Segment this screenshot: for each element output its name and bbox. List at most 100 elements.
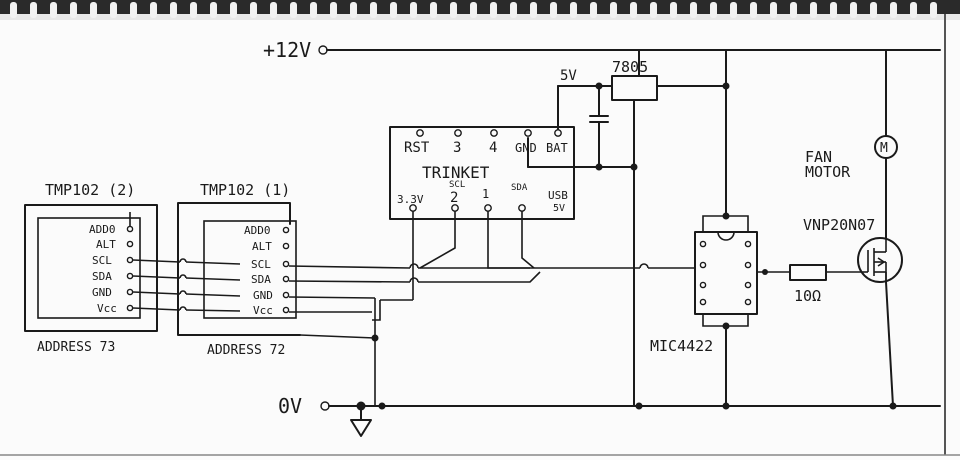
mosfet-vnp20n07: VNP20N07: [803, 216, 903, 283]
wire-crossings: [179, 258, 649, 311]
spiral-ring: [50, 2, 57, 18]
trinket-pin-3: 3: [453, 140, 461, 156]
sensor-1-pin-vcc: Vcc: [253, 304, 273, 317]
spiral-ring: [850, 2, 857, 18]
spiral-ring: [10, 2, 17, 18]
spiral-ring: [710, 2, 717, 18]
trinket-title: TRINKET: [422, 163, 490, 182]
driver-mic4422: MIC4422: [635, 49, 790, 410]
spiral-ring: [750, 2, 757, 18]
spiral-ring: [270, 2, 277, 18]
trinket-board: TRINKET RST 3 4 GND BAT 3.3V SCL 2 1 SDA…: [389, 126, 575, 220]
spiral-ring: [870, 2, 877, 18]
trinket-pin-2: 2: [450, 190, 458, 206]
spiral-ring: [150, 2, 157, 18]
sensor-2-pin-alt: ALT: [96, 238, 116, 251]
spiral-ring: [190, 2, 197, 18]
spiral-ring: [450, 2, 457, 18]
trinket-bus-wires: [380, 211, 535, 301]
trinket-pin-sda-sub: SDA: [511, 183, 528, 193]
spiral-ring: [310, 2, 317, 18]
regulator-7805: 7805 5V: [527, 49, 727, 407]
trinket-pin-3v3: 3.3V: [397, 193, 424, 206]
rail-12v: +12V: [263, 38, 941, 62]
sensor-1-pin-add0: ADD0: [244, 224, 271, 237]
spiral-ring: [110, 2, 117, 18]
capacitor: [589, 85, 609, 171]
spiral-ring: [230, 2, 237, 18]
spiral-ring: [370, 2, 377, 18]
trinket-pin-2-sub: SCL: [449, 180, 465, 190]
rail-5v-label: 5V: [560, 68, 577, 84]
spiral-ring: [90, 2, 97, 18]
trinket-pin-bat: BAT: [546, 141, 568, 155]
spiral-ring: [770, 2, 777, 18]
sensor-1-address: ADDRESS 72: [207, 343, 285, 358]
sensor-2-pin-sda: SDA: [92, 270, 112, 283]
sensor-1-pin-sda: SDA: [251, 273, 271, 286]
spiral-ring: [350, 2, 357, 18]
spiral-ring: [510, 2, 517, 18]
spiral-ring: [290, 2, 297, 18]
spiral-ring: [690, 2, 697, 18]
sensor-2-pin-scl: SCL: [92, 254, 112, 267]
fan-label-1: FAN: [805, 148, 832, 166]
fan-label-2: MOTOR: [805, 163, 851, 181]
sensor-1-pin-alt: ALT: [252, 240, 272, 253]
spiral-ring: [790, 2, 797, 18]
rail-12v-label: +12V: [263, 38, 311, 62]
spiral-ring: [630, 2, 637, 18]
spiral-ring: [550, 2, 557, 18]
rail-0v-terminal: [320, 401, 330, 411]
mosfet-label: VNP20N07: [803, 216, 875, 234]
trinket-pin-1: 1: [482, 187, 489, 201]
spiral-ring: [70, 2, 77, 18]
spiral-ring: [170, 2, 177, 18]
spiral-ring: [730, 2, 737, 18]
trinket-pin-usb-sub: 5V: [553, 203, 565, 214]
sensor-1-pin-gnd: GND: [253, 289, 273, 302]
spiral-ring: [590, 2, 597, 18]
rail-0v: 0V: [278, 394, 941, 418]
spiral-ring: [130, 2, 137, 18]
sensor-1-title: TMP102 (1): [200, 181, 290, 199]
sensor-2-pin-gnd: GND: [92, 286, 112, 299]
spiral-ring: [910, 2, 917, 18]
sensor-bus: [129, 212, 695, 410]
spiral-ring: [930, 2, 937, 18]
resistor-10ohm: 10Ω: [789, 264, 860, 305]
spiral-ring: [410, 2, 417, 18]
sensor-2-address: ADDRESS 73: [37, 340, 115, 355]
spiral-ring: [250, 2, 257, 18]
sensor-2-pin-add0: ADD0: [89, 223, 116, 236]
motor-symbol-letter: M: [880, 141, 888, 156]
ground-symbol: [350, 401, 372, 437]
spiral-ring: [570, 2, 577, 18]
rail-0v-label: 0V: [278, 394, 302, 418]
spiral-ring: [210, 2, 217, 18]
sensor-1-pin-scl: SCL: [251, 258, 271, 271]
trinket-pin-usb: USB: [548, 189, 568, 202]
resistor-label: 10Ω: [794, 287, 821, 305]
spiral-ring: [330, 2, 337, 18]
spiral-ring: [610, 2, 617, 18]
regulator-label: 7805: [612, 58, 648, 76]
sensor-2-title: TMP102 (2): [45, 181, 135, 199]
driver-label: MIC4422: [650, 337, 713, 355]
rail-12v-terminal: [318, 45, 328, 55]
spiral-ring: [830, 2, 837, 18]
spiral-ring: [430, 2, 437, 18]
spiral-ring: [530, 2, 537, 18]
fan-motor: M FAN MOTOR: [805, 49, 898, 410]
spiral-ring: [670, 2, 677, 18]
spiral-ring: [810, 2, 817, 18]
spiral-ring: [890, 2, 897, 18]
sensor-tmp102-1: TMP102 (1) ADD0 ALT SCL SDA GND Vcc ADDR…: [177, 181, 301, 358]
spiral-ring: [390, 2, 397, 18]
spiral-ring: [30, 2, 37, 18]
sensor-2-pin-vcc: Vcc: [97, 302, 117, 315]
sensor-tmp102-2: TMP102 (2) ADD0 ALT SCL SDA GND Vcc ADDR…: [24, 181, 158, 355]
